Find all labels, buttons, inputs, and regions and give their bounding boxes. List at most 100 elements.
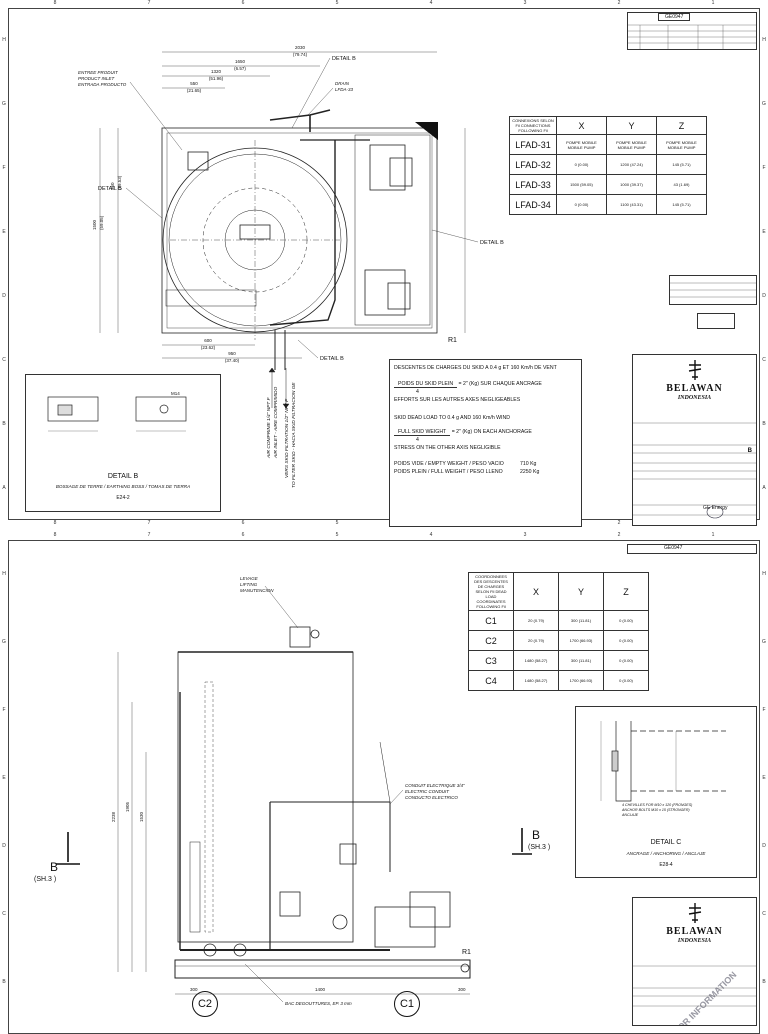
dim-1320: 1320 [211,69,222,74]
belawan-logo-icon [688,903,702,923]
plan-view-drawing: 2030 (79.74) 1650 (6.57) 1320 (51.96) 55… [78,45,504,370]
filtration-label-2: TO FILTER SKID - HACIA SKID FILTRACION G… [291,382,297,488]
callout-lifting-1: LEVAGE [240,576,259,581]
table-row: LFAD-33 1500 (59.05) 1000 (39.37) 43 (1.… [509,174,707,195]
detail-b-panel: M14 DETAIL B BOSSAGE DE TERRE / EARTHING… [25,374,221,512]
conn-table-head-label: CONNEXIONS SELON Fil CONNECTIONS FOLLOWI… [509,116,557,135]
callout-detail-b-right: DETAIL B [480,240,504,246]
dim-550: 550 [190,81,198,86]
conn-table-head-y: Y [606,116,657,135]
detail-b-caption: BOSSAGE DE TERRE / EARTHING BOSS / TOMAS… [55,484,191,489]
section-marker-b-left: B (SH.3 ) [34,832,88,883]
detail-b-thread: M14 [171,391,180,396]
detail-c-title: DETAIL C [650,839,682,846]
coord-table-head-y: Y [558,572,604,611]
note-empty-weight-value: 710 Kg [520,461,537,467]
belawan-logo-icon [688,360,702,380]
note-full-weight-value: 2250 Kg [520,469,540,475]
section-b-label-left: B [50,860,59,874]
callout-conduit-3: CONDUCTO ELECTRICO [405,795,458,800]
title-block-grid [633,965,756,1007]
dim-2238: 2238 [111,811,116,822]
doc-mark: B [747,448,752,454]
conn-table-head-z: Z [656,116,707,135]
callout-drip-tray-1: BAC DEGOUTTURES, EP. 3 mm [285,1001,352,1006]
note-line-6: STRESS ON THE OTHER AXIS NEGLIGIBLE [394,445,501,451]
pipe-connection-callouts: AIR COMPRIME 1/4" NPT F AIR INLET - AIRE… [266,367,297,488]
reference-block [669,275,757,305]
dim-1400: 1400 [315,987,326,992]
coord-table-head-x: X [513,572,559,611]
note-full-weight-label: POIDS PLEIN / FULL WEIGHT / PESO LLENO [394,469,503,475]
ge-energy-label: GE Energy [703,505,728,511]
air-inlet-label-2: AIR INLET - AIRE COMPRIMIDO [273,386,279,459]
table-row: LFAD-34 0 (0.00) 1100 (43.31) 145 (5.71) [509,194,707,215]
note-line-5a: FULL SKID WEIGHT [394,429,451,436]
detail-b-title: DETAIL B [107,473,139,480]
table-row: C4 1480 (58.27) 1700 (66.93) 0 (0.00) [468,670,649,691]
note-line-5b: = 2" (Kg) ON EACH ANCHORAGE [451,429,532,435]
air-inlet-label-1: AIR COMPRIME 1/4" NPT F [266,396,272,459]
callout-product-inlet-3: ENTRADA PRODUCTO [78,82,127,87]
dim-1905: 1905 [125,801,130,812]
coord-table-head-label: COORDONNEES DES DESCENTES DE CHARGES SEL… [468,572,514,611]
detail-b-drawing: M14 [47,391,187,432]
anchor-c2-circle: C2 [192,991,218,1017]
detail-c-note: 4 CHEVILLES FOR M10 x 120 (FRONGES) ANCH… [622,803,693,817]
conn-table-head-x: X [556,116,607,135]
dim-300: 300 [190,987,198,992]
section-marker-b-right: B (SH.3 ) [508,828,558,868]
dim-950-in: (37.40) [225,358,240,363]
table-row: C1 20 (0.79) 300 (11.81) 0 (0.00) [468,610,649,631]
dim-1530: 1530 [139,811,144,822]
detail-c-caption: ANCRAGE / ANCHORING / ANCLAJE [626,851,706,856]
elevation-view-drawing: 2238 1905 1530 300 1400 300 LEVAGE LIFTI… [111,576,471,1006]
table-row: C3 1480 (58.27) 300 (11.81) 0 (0.00) [468,650,649,671]
section-b-sheet-left: (SH.3 ) [34,876,57,883]
dead-load-coordinates-table: COORDONNEES DES DESCENTES DE CHARGES SEL… [468,572,649,691]
dim-1500: 1500 [92,219,97,230]
note-line-1: DESCENTES DE CHARGES DU SKID A 0.4 g ET … [394,365,557,371]
dim-600-in: (23.62) [201,345,216,350]
callout-r1: R1 [448,337,457,344]
dim-300-right: 300 [458,987,466,992]
table-row: C2 20 (0.79) 1700 (66.93) 0 (0.00) [468,630,649,651]
note-line-2a: POIDS DU SKID PLEIN [394,381,458,388]
doc-number: GE0947 [664,545,683,551]
dim-950: 950 [228,351,236,356]
note-line-4: SKID DEAD LOAD TO 0.4 g AND 160 Km/h WIN… [394,415,510,421]
filtration-label-1: VERS SKID FILTRATION 1/2" NPT F [284,398,290,478]
title-block: BELAWAN INDONESIA FOR INFORMATION [632,897,757,1026]
brand-name: BELAWAN [666,926,723,937]
callout-drain-1: DRAIN [335,81,350,86]
callout-drain-2: LFDA-33 [335,87,354,92]
section-b-sheet-right: (SH.3 ) [528,844,551,851]
dim-1650: 1650 [235,59,246,64]
title-block: BELAWAN INDONESIA B GE Energy [632,354,757,526]
dim-1500-in: (59.05) [99,215,104,230]
callout-product-inlet-1: ENTREE PRODUIT [78,70,119,75]
note-empty-weight-label: POIDS VIDE / EMPTY WEIGHT / PESO VACIO [394,461,504,467]
dim-550-in: (21.65) [187,88,202,93]
revision-lines [628,24,756,49]
table-row: LFAD-32 0 (0.00) 1200 (47.24) 145 (5.71) [509,154,707,175]
detail-b-ref: E24-2 [116,495,130,501]
revision-block: GE0947 [627,544,757,554]
detail-c-panel: 4 CHEVILLES FOR M10 x 120 (FRONGES) ANCH… [575,706,757,878]
table-row: LFAD-31 POMPE MOBILE MOBILE PUMP POMPE M… [509,134,707,155]
brand-name: BELAWAN [666,383,723,394]
drawing-frame [8,8,760,520]
callout-lifting-3: MANUTENCION [240,588,274,593]
coord-table-head-z: Z [603,572,649,611]
dim-1320-in: (51.96) [209,76,224,81]
section-b-label-right: B [532,828,541,842]
doc-number: GE0947 [658,13,691,21]
callout-conduit-1: CONDUIT ELECTRIQUE 3/4" [405,783,465,788]
note-line-3: EFFORTS SUR LES AUTRES AXES NEGLIGEABLES [394,397,521,403]
